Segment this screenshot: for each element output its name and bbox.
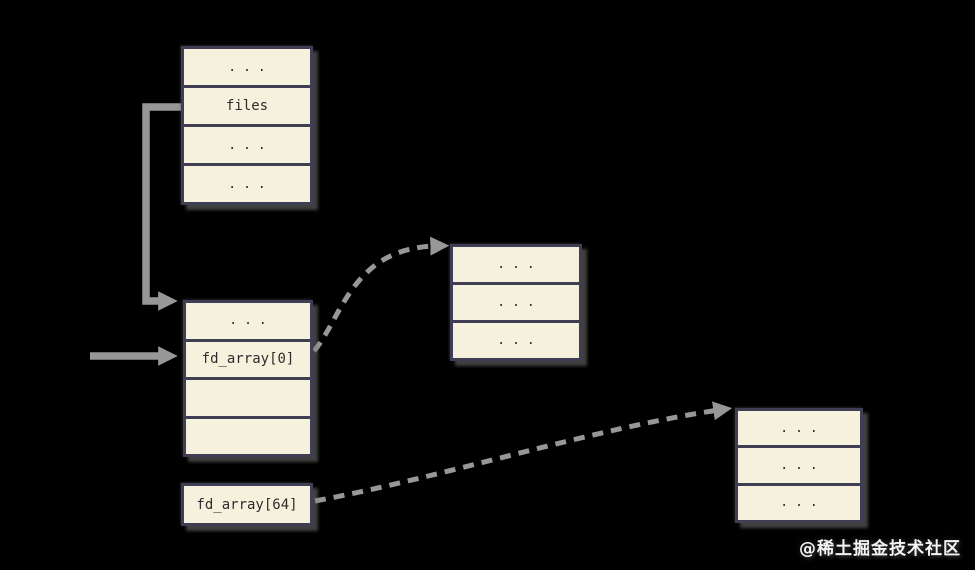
- table-row: ...: [780, 495, 825, 511]
- table-row: ...: [184, 49, 310, 88]
- table-row: ...: [497, 333, 542, 348]
- arrow-fd-array-0-to-file-object: [312, 236, 450, 353]
- arrow-fd-array-64-to-file-object: [314, 401, 733, 504]
- row-fd-array-0: fd_array[0]: [186, 342, 310, 380]
- table-row: ...: [186, 303, 310, 342]
- fd-array-64-box: fd_array[64]: [181, 483, 313, 526]
- row-fd-array-64: fd_array[64]: [196, 496, 298, 513]
- table-row: ...: [184, 127, 310, 166]
- table-row: ...: [738, 411, 860, 449]
- fd-table-box: ... fd_array[0]: [183, 300, 313, 457]
- task-struct-box: ... files ... ...: [181, 46, 313, 205]
- arrow-files-to-fd-table: [142, 103, 183, 311]
- table-row: ...: [453, 247, 579, 285]
- table-row: ...: [453, 285, 579, 323]
- table-row: ...: [228, 176, 273, 192]
- row-files: files: [184, 88, 310, 127]
- table-row-empty: [186, 419, 310, 455]
- file-object-top-box: ... ... ...: [450, 244, 582, 361]
- table-row: ...: [738, 448, 860, 486]
- table-row-empty: [186, 380, 310, 419]
- file-object-bottom-box: ... ... ...: [735, 408, 863, 523]
- watermark: @稀土掘金技术社区: [799, 539, 961, 559]
